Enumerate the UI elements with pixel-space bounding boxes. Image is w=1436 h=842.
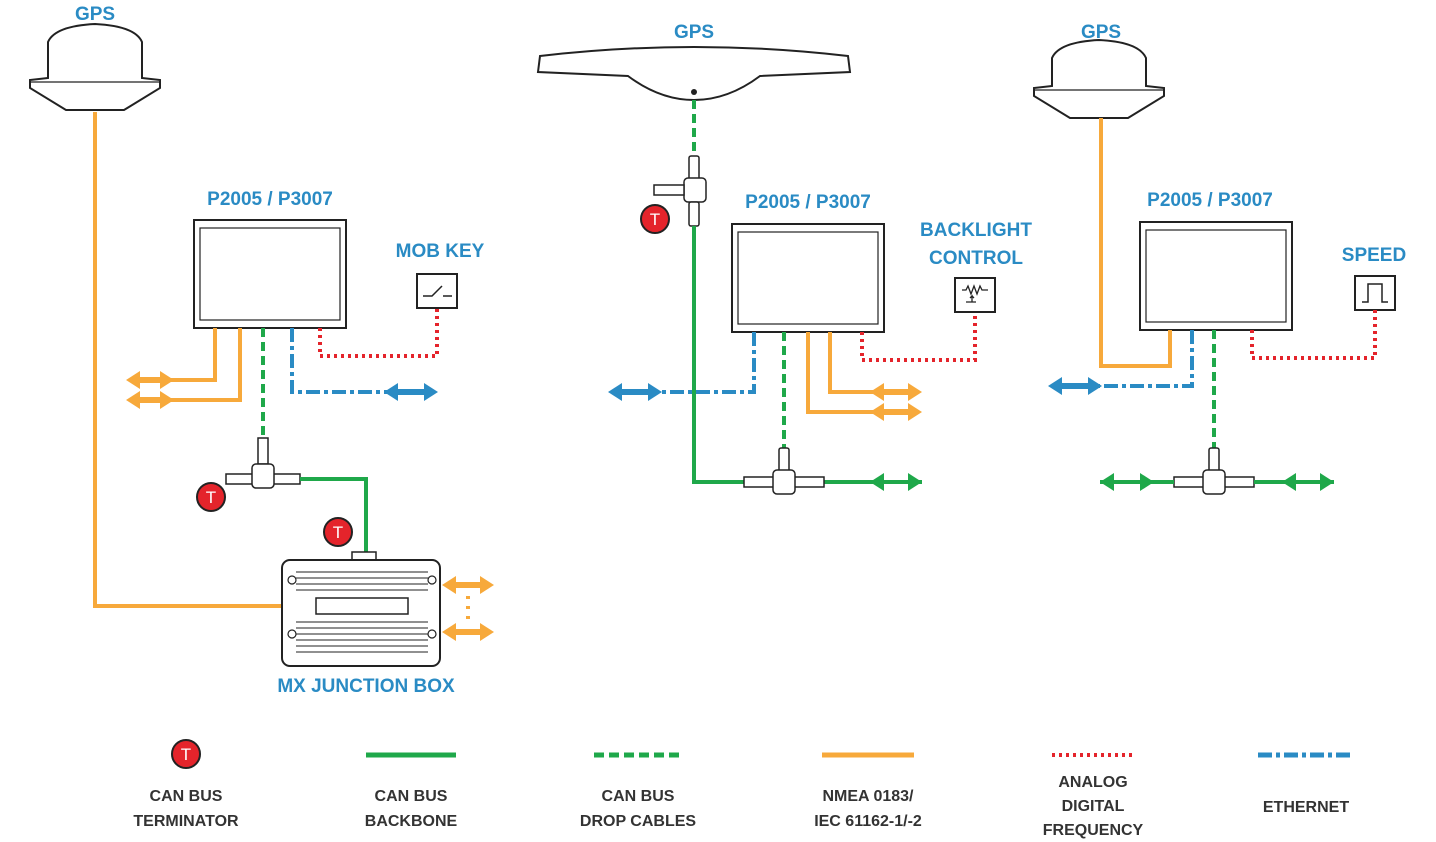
junction-box-label: MX JUNCTION BOX bbox=[277, 676, 455, 697]
mob-key-label: MOB KEY bbox=[396, 241, 485, 262]
mx-junction-box bbox=[281, 551, 441, 667]
terminator-glyph: T bbox=[333, 523, 343, 542]
legend-terminator: T CAN BUS TERMINATOR bbox=[133, 739, 239, 830]
legend-ethernet: ETHERNET bbox=[1258, 752, 1352, 816]
legend-nmea: NMEA 0183/ IEC 61162-1/-2 bbox=[814, 752, 922, 830]
backlight-label-line1: BACKLIGHT bbox=[920, 220, 1032, 241]
backlight-label-line2: CONTROL bbox=[929, 248, 1023, 269]
legend-analog-line2: DIGITAL bbox=[1062, 798, 1125, 815]
gps-label-1: GPS bbox=[75, 4, 115, 25]
terminator-glyph: T bbox=[181, 745, 191, 764]
display-1 bbox=[193, 219, 347, 329]
gps-antenna-3 bbox=[1033, 38, 1165, 119]
legend: T CAN BUS TERMINATOR CAN BUS BACKBONE CA… bbox=[133, 739, 1352, 839]
legend-nmea-line2: IEC 61162-1/-2 bbox=[814, 813, 922, 830]
terminator-glyph: T bbox=[650, 210, 660, 229]
legend-ethernet-line1: ETHERNET bbox=[1263, 799, 1349, 816]
legend-drop-line1: CAN BUS bbox=[602, 788, 675, 805]
legend-backbone: CAN BUS BACKBONE bbox=[365, 752, 458, 830]
t-connector-3 bbox=[743, 447, 825, 495]
backlight-control bbox=[954, 277, 996, 313]
gps-antenna-1 bbox=[29, 22, 161, 111]
legend-analog: ANALOG DIGITAL FREQUENCY bbox=[1043, 753, 1144, 839]
terminator-glyph: T bbox=[206, 488, 216, 507]
can-terminator: T bbox=[323, 517, 353, 547]
legend-analog-line3: FREQUENCY bbox=[1043, 822, 1144, 839]
display-label-2: P2005 / P3007 bbox=[745, 192, 871, 213]
legend-backbone-line1: CAN BUS bbox=[375, 788, 448, 805]
display-2 bbox=[731, 223, 885, 333]
legend-terminator-line1: CAN BUS bbox=[150, 788, 223, 805]
t-connector-2 bbox=[653, 155, 707, 227]
system-1: GPS P2005 / P3007 MOB KEY bbox=[29, 4, 494, 697]
legend-backbone-line2: BACKBONE bbox=[365, 813, 458, 830]
system-2: GPS T P2005 / P3007 BACKLIGHT CONTROL bbox=[536, 22, 1032, 495]
legend-nmea-line1: NMEA 0183/ bbox=[823, 788, 915, 805]
speed-sensor bbox=[1354, 275, 1396, 311]
gps-label-3: GPS bbox=[1081, 22, 1121, 43]
legend-drop-line2: DROP CABLES bbox=[580, 813, 696, 830]
mob-key bbox=[416, 273, 458, 309]
legend-drop: CAN BUS DROP CABLES bbox=[580, 752, 696, 830]
display-label-1: P2005 / P3007 bbox=[207, 189, 333, 210]
t-connector-4 bbox=[1173, 447, 1255, 495]
system-3: GPS P2005 / P3007 SPEED bbox=[1033, 22, 1406, 495]
gps-label-2: GPS bbox=[674, 22, 714, 43]
gps-antenna-2 bbox=[536, 46, 852, 102]
legend-terminator-line2: TERMINATOR bbox=[133, 813, 239, 830]
can-terminator: T bbox=[196, 482, 226, 512]
legend-analog-line1: ANALOG bbox=[1058, 774, 1127, 791]
can-terminator: T bbox=[640, 204, 670, 234]
display-label-3: P2005 / P3007 bbox=[1147, 190, 1273, 211]
speed-label: SPEED bbox=[1342, 245, 1406, 266]
display-3 bbox=[1139, 221, 1293, 331]
t-connector-1 bbox=[225, 437, 301, 489]
